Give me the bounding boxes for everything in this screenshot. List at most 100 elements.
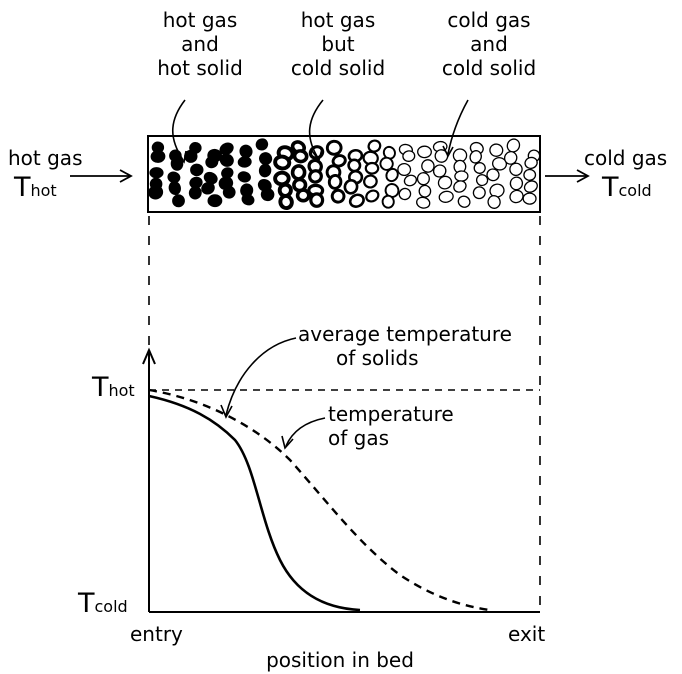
cooling-solid-particle (330, 188, 346, 204)
y-axis-bottom-label: Tcold (78, 588, 128, 619)
cold-solid-particle (489, 143, 504, 157)
solids-curve-label: average temperature of solids (298, 322, 512, 370)
label-line: of solids (336, 346, 419, 370)
hot-solid-particle (201, 181, 215, 195)
cooling-solid-particle (363, 174, 378, 189)
x-axis-end-label: exit (508, 622, 546, 646)
cooling-solid-particle (327, 173, 343, 190)
pointer-hot-solid (172, 99, 187, 164)
cold-solid-particle (457, 195, 471, 208)
cold-solid-particle (416, 196, 431, 209)
cold-solid-particle (472, 186, 486, 200)
particle-group (148, 138, 541, 211)
cold-solid-particle (506, 138, 521, 153)
cooling-solid-particle (385, 167, 399, 183)
hot-solid-particle (237, 171, 251, 183)
cold-solid-particle (524, 156, 538, 169)
cold-solid-particle (418, 184, 432, 198)
cold-solid-particle (523, 168, 537, 181)
label-line: hot solid (157, 56, 243, 80)
cooling-solid-particle (365, 189, 380, 203)
cooling-solid-particle (295, 188, 311, 203)
hot-solid-particle (170, 156, 184, 171)
hot-solid-particle (241, 193, 255, 206)
gas-temperature-curve (148, 388, 491, 612)
outlet-temperature-symbol: Tcold (602, 172, 652, 203)
cold-solid-particle (469, 150, 482, 164)
x-axis-start-label: entry (130, 622, 183, 646)
cooling-solid-particle (309, 192, 325, 208)
symbol-letter: T (602, 172, 619, 203)
hot-solid-particle (168, 181, 181, 196)
cold-solid-particle (509, 162, 523, 177)
label-line: hot gas (162, 8, 238, 32)
symbol-subscript: hot (30, 181, 57, 200)
hot-solid-particle (188, 186, 202, 200)
pointer-cold-gas (442, 99, 469, 158)
inlet-arrow (70, 169, 133, 183)
symbol-letter: T (92, 372, 109, 403)
cold-solid-particle (416, 172, 430, 186)
cold-solid-particle (491, 157, 508, 171)
cold-solid-particle (398, 187, 412, 201)
pointer-gas-curve (281, 417, 326, 450)
cooling-solid-particle (273, 170, 291, 187)
cold-solid-particle (453, 180, 467, 193)
outlet-label: cold gas (584, 146, 668, 170)
cold-solid-particle (486, 168, 500, 182)
cold-solid-particle (397, 162, 412, 177)
cold-solid-particle (421, 159, 435, 173)
cold-solid-particle (437, 175, 453, 190)
x-axis-title: position in bed (266, 648, 414, 672)
label-line: but (321, 32, 355, 56)
cooling-solid-particle (348, 193, 365, 208)
label-line: average temperature (298, 322, 512, 346)
cooling-solid-particle (367, 139, 382, 153)
hot-solid-particle (237, 156, 252, 168)
hot-solid-particle (259, 152, 273, 166)
symbol-subscript: hot (108, 381, 135, 400)
label-line: and (470, 32, 508, 56)
cold-solid-particle (522, 192, 537, 205)
cooling-solid-particle (381, 194, 395, 209)
pointer-cold-solid (308, 99, 324, 162)
label-line: cold gas (447, 8, 531, 32)
y-axis-top-label: Thot (92, 372, 135, 403)
label-line: and (181, 32, 219, 56)
symbol-subscript: cold (94, 597, 128, 616)
hot-solid-particle (172, 194, 185, 208)
cold-solid-particle (403, 174, 418, 187)
hot-solid-particle (190, 163, 204, 177)
cold-solid-particle (487, 195, 501, 209)
hot-solid-particle (205, 155, 219, 169)
cooling-solid-particle (382, 145, 396, 160)
cold-solid-particle (509, 189, 524, 204)
cooling-solid-particle (384, 183, 400, 198)
cooling-solid-particle (292, 149, 309, 164)
cooling-solid-particle (325, 139, 343, 156)
hot-solid-particle (258, 163, 272, 178)
symbol-subscript: cold (618, 181, 652, 200)
cold-solid-particle (475, 174, 489, 187)
label-hot-gas-hot-solid: hot gas and hot solid (140, 8, 260, 80)
outlet-arrow (545, 169, 590, 183)
cold-solid-particle (489, 183, 505, 198)
symbol-letter: T (14, 172, 31, 203)
hot-solid-particle (148, 185, 164, 200)
cold-solid-particle (438, 190, 454, 203)
hot-solid-particle (150, 150, 166, 163)
cold-solid-particle (454, 170, 469, 182)
symbol-letter: T (78, 588, 95, 619)
gas-curve-label: temperature of gas (328, 402, 454, 450)
cooling-solid-particle (331, 154, 347, 168)
cooling-solid-particle (273, 154, 292, 171)
cooling-solid-particle (364, 161, 380, 175)
hot-solid-particle (207, 194, 223, 208)
cold-solid-particle (402, 150, 416, 162)
cooling-solid-particle (343, 179, 359, 195)
label-line: cold solid (290, 56, 386, 80)
hot-solid-particle (255, 138, 269, 151)
label-line: cold solid (441, 56, 537, 80)
hot-solid-particle (219, 142, 234, 156)
